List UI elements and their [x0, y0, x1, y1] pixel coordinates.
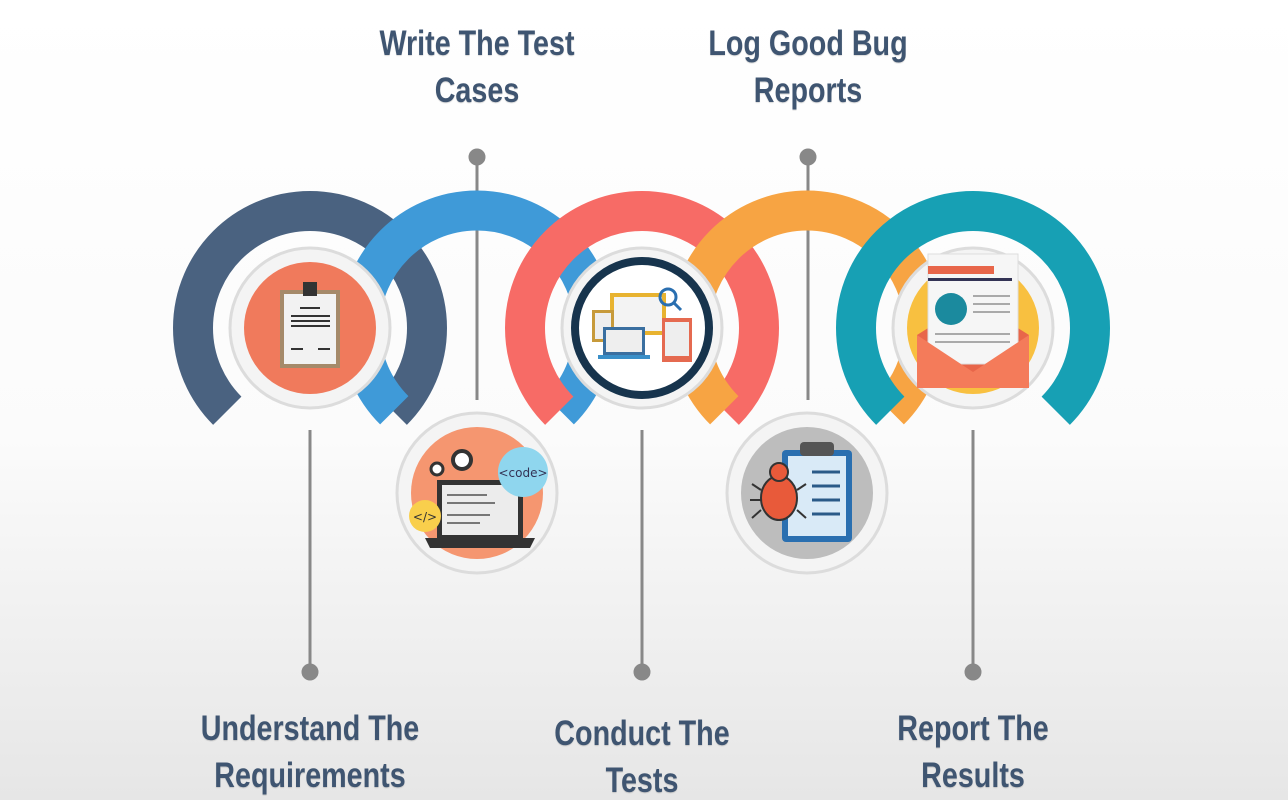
- connector-step-2: [468, 148, 486, 400]
- step-2-label: Write The Test Cases: [346, 20, 608, 114]
- ring-step-1: [173, 191, 447, 425]
- clipboard-icon: [280, 282, 340, 368]
- step-4-label: Log Good Bug Reports: [677, 20, 939, 114]
- report-envelope-icon: [917, 253, 1029, 388]
- connector-step-5: [964, 430, 982, 681]
- step-3-label-line1: Conduct The: [554, 714, 730, 753]
- step-2-label-line1: Write The Test: [379, 24, 575, 63]
- connector-step-1: [301, 430, 319, 681]
- step-4-label-line1: Log Good Bug: [708, 24, 908, 63]
- ring-step-5: [836, 191, 1110, 425]
- step-3-label-line2: Tests: [605, 761, 679, 800]
- connector-step-3: [633, 430, 651, 681]
- step-5-label-line2: Results: [921, 756, 1025, 795]
- step-2-label-line2: Cases: [434, 71, 520, 110]
- step-1-label: Understand The Requirements: [179, 705, 441, 799]
- step-5-label-line1: Report The: [897, 709, 1049, 748]
- step-4-label-line2: Reports: [753, 71, 863, 110]
- step-3-label: Conduct The Tests: [511, 710, 773, 804]
- devices-search-icon: [571, 257, 713, 399]
- ring-step-3: [505, 191, 779, 425]
- step-1-label-line2: Requirements: [214, 756, 406, 795]
- bug-report-icon: [750, 442, 852, 542]
- connector-step-4: [799, 148, 817, 400]
- step-1-label-line1: Understand The: [200, 709, 420, 748]
- laptop-code-icon: <code> </>: [409, 447, 548, 548]
- code-bubble-text: <code>: [498, 466, 547, 480]
- step-5-label: Report The Results: [842, 705, 1104, 799]
- tag-bubble-text: </>: [413, 510, 437, 524]
